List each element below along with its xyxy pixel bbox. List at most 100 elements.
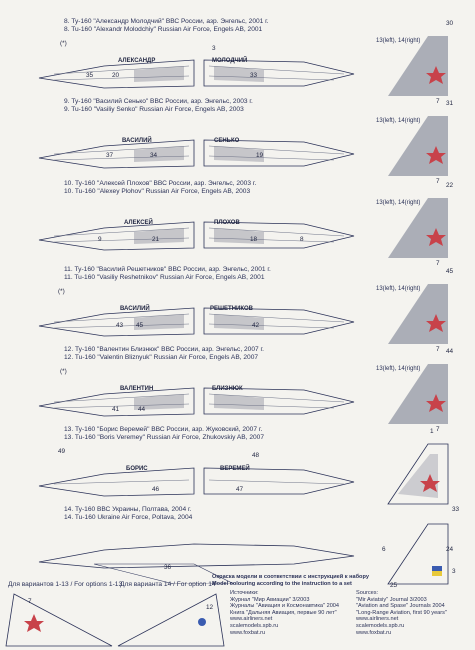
tail-top-number: 22 xyxy=(446,182,454,189)
callout-number: 35 xyxy=(86,72,94,79)
tail-top-number: 44 xyxy=(446,348,454,355)
source-line: www.foxbat.ru xyxy=(356,629,392,636)
tail-fin-view xyxy=(388,198,448,258)
entry-caption-en: 8. Tu-160 "Alexandr Molodchiy" Russian A… xyxy=(64,26,263,33)
sources-title: Sources: xyxy=(356,590,379,596)
callout-number: 8 xyxy=(300,236,304,243)
tail-bottom-number: 7 xyxy=(436,260,440,267)
callout-number: 37 xyxy=(106,152,114,159)
source-line: "Mir Aviatsiy" Journal 3/2003 xyxy=(356,596,427,603)
sources-en: Sources: "Mir Aviatsiy" Journal 3/2003 "… xyxy=(356,590,447,636)
tail-number: 33 xyxy=(452,506,460,513)
source-line: www.airliners.net xyxy=(356,616,399,623)
tail-bottom-number: 7 xyxy=(436,346,440,353)
aircraft-side-view xyxy=(38,221,355,251)
callout-number: (*) xyxy=(60,368,67,375)
tail-side-tag: 13(left), 14(right) xyxy=(376,366,421,372)
aircraft-side-view xyxy=(38,59,355,89)
tail-fin-view xyxy=(388,116,448,176)
aircraft-name-right: ВЕРЕМЕЙ xyxy=(220,466,250,472)
tail-fin-view xyxy=(388,364,448,424)
callout-number: 19 xyxy=(256,152,264,159)
wing-callout-number: 12 xyxy=(206,604,214,611)
callout-number: 41 xyxy=(112,406,120,413)
tail-side-tag: 13(left), 14(right) xyxy=(376,118,421,124)
tail-side-tag: 13(left), 14(right) xyxy=(376,200,421,206)
source-line: scalemodels.spb.ru xyxy=(230,622,279,629)
callout-number: 45 xyxy=(136,322,144,329)
wing-view-options-1-13 xyxy=(5,593,113,647)
tail-fin-view xyxy=(387,523,449,585)
source-line: scalemodels.spb.ru xyxy=(356,622,405,629)
entry-caption-ru: 12. Ту-160 "Валентин Близнюк" ВВС России… xyxy=(64,346,264,353)
tail-number: 3 xyxy=(452,568,456,575)
aircraft-name-right: ПЛОХОВ xyxy=(214,220,240,226)
aircraft-name-left: ВАСИЛИЙ xyxy=(120,306,150,312)
callout-number: 20 xyxy=(112,72,120,79)
aircraft-name-left: ВАЛЕНТИН xyxy=(120,386,154,392)
entry-caption-ru: 11. Ту-160 "Василий Решетников" ВВС Росс… xyxy=(64,266,271,273)
aircraft-side-view xyxy=(38,307,355,337)
source-line: "Long-Range Aviation, first 90 years" xyxy=(356,609,447,616)
entry-caption-en: 9. Tu-160 "Vasiliy Senko" Russian Air Fo… xyxy=(64,106,244,113)
option-label-14: Для варианта 14 / For option 14 xyxy=(120,581,216,588)
source-line: www.foxbat.ru xyxy=(230,629,266,636)
entry-caption-ru: 9. Ту-160 "Василий Сенько" ВВС России, а… xyxy=(64,98,253,105)
callout-number: 44 xyxy=(138,406,146,413)
tail-bottom-number: 7 xyxy=(436,426,440,433)
entry-caption-en: 12. Tu-160 "Valentin Bliznyuk" Russian A… xyxy=(64,354,259,361)
tail-fin-view xyxy=(388,284,448,344)
entry-caption-en: 13. Tu-160 "Boris Veremey" Russian Air F… xyxy=(64,434,265,441)
tail-bottom-number: 7 xyxy=(436,178,440,185)
colouring-note-ru: Окраска модели в соответствии с инструкц… xyxy=(212,574,369,580)
tail-top-number: 30 xyxy=(446,20,454,27)
tail-side-tag: 13(left), 14(right) xyxy=(376,38,421,44)
aircraft-side-view xyxy=(38,467,355,497)
tail-number: 1 xyxy=(430,428,434,435)
callout-number: (*) xyxy=(60,40,67,47)
tail-number: 25 xyxy=(390,582,398,589)
aircraft-side-view xyxy=(38,543,355,584)
entry-caption-ru: 10. Ту-160 "Алексей Плохов" ВВС России, … xyxy=(64,180,257,187)
tail-side-tag: 13(left), 14(right) xyxy=(376,286,421,292)
aircraft-side-view xyxy=(38,387,355,417)
sources-title: Источники: xyxy=(230,590,259,596)
tail-top-number: 45 xyxy=(446,268,454,275)
entry-caption-en: 10. Tu-160 "Alexey Plohov" Russian Air F… xyxy=(64,188,251,195)
wing-callout-number: 7 xyxy=(28,598,32,605)
option-label-1-13: Для вариантов 1-13 / For options 1-13 xyxy=(8,581,123,588)
aircraft-name-right: БЛИЗНЮК xyxy=(212,386,243,392)
sources-ru: Источники: Журнал "Мир Авиации" 3/2003 Ж… xyxy=(230,590,339,636)
aircraft-name-left: ВАСИЛИЙ xyxy=(122,138,152,144)
aircraft-name-right: РЕШЕТНИКОВ xyxy=(210,306,254,312)
entry-caption-ru: 14. Ту-160 ВВС Украины, Полтава, 2004 г. xyxy=(64,506,192,513)
wing-view-option-14 xyxy=(117,593,225,647)
entry-caption-en: 11. Tu-160 "Vasiliy Reshetnikov" Russian… xyxy=(64,274,265,281)
tail-fin-view xyxy=(387,443,449,505)
callout-number: 42 xyxy=(252,322,260,329)
callout-number: 48 xyxy=(252,452,260,459)
source-line: www.airliners.net xyxy=(230,616,273,623)
callout-number: 3 xyxy=(212,45,216,52)
source-line: Журнал "Мир Авиации" 3/2003 xyxy=(230,596,310,603)
callout-number: 43 xyxy=(116,322,124,329)
callout-number: 21 xyxy=(152,236,160,243)
tail-fin-view xyxy=(388,36,448,96)
entry-caption-en: 14. Tu-160 Ukraine Air Force, Poltava, 2… xyxy=(64,514,193,521)
aircraft-name-right: МОЛОДЧИЙ xyxy=(212,58,248,64)
tail-bottom-number: 7 xyxy=(436,98,440,105)
callout-number: 18 xyxy=(250,236,258,243)
callout-number: 9 xyxy=(98,236,102,243)
tail-number: 24 xyxy=(446,546,454,553)
entry-caption-ru: 13. Ту-160 "Борис Веремей" ВВС России, а… xyxy=(64,426,263,433)
entry-caption-ru: 8. Ту-160 "Александр Молодчий" ВВС Росси… xyxy=(64,18,269,25)
tail-top-number: 31 xyxy=(446,100,454,107)
aircraft-name-right: СЕНЬКО xyxy=(214,138,240,144)
source-line: "Aviation and Spase" Journals 2004 xyxy=(356,603,445,610)
aircraft-side-view xyxy=(38,139,355,169)
source-line: Книга "Дальняя Авиация, первые 90 лет" xyxy=(230,609,337,616)
colouring-note-en: Model colouring according to the instruc… xyxy=(212,581,352,587)
callout-number: 47 xyxy=(236,486,244,493)
callout-number: 33 xyxy=(250,72,258,79)
